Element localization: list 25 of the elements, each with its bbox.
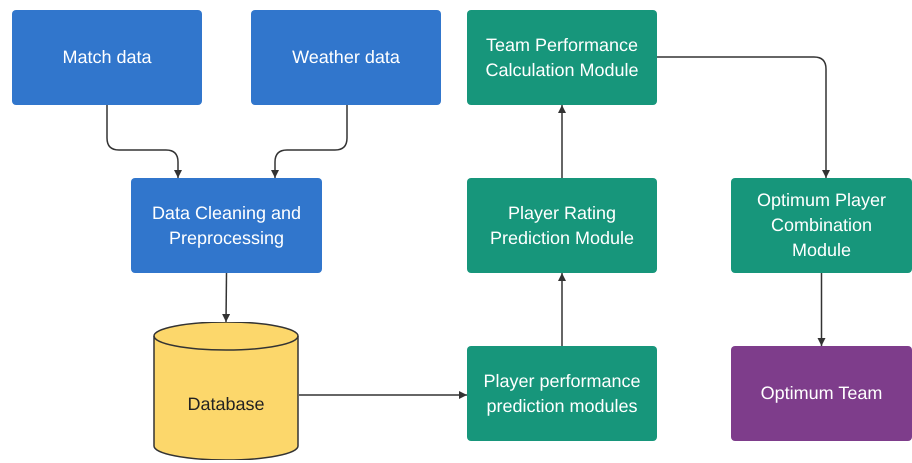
arrow	[558, 105, 566, 178]
process-box	[131, 178, 322, 273]
node-label: Optimum Team	[760, 382, 882, 405]
arrow	[222, 273, 230, 322]
node-label: Data Cleaning and Preprocessing	[150, 202, 302, 250]
node-label: Match data	[62, 46, 152, 69]
module-box	[467, 178, 657, 273]
module-box	[467, 10, 657, 105]
arrow	[271, 105, 348, 178]
arrow	[106, 105, 182, 178]
node-label: Player performance prediction modules	[482, 370, 642, 418]
module-box	[731, 178, 912, 273]
node-label: Database	[187, 392, 265, 416]
module-box	[467, 346, 657, 441]
process-box	[12, 10, 202, 105]
node-label: Player Rating Prediction Module	[488, 202, 636, 250]
arrow	[818, 273, 826, 346]
node-label: Weather data	[292, 46, 400, 69]
node-label: Team Performance Calculation Module	[484, 34, 640, 82]
arrow	[558, 273, 566, 346]
arrow	[657, 56, 830, 178]
process-box	[251, 10, 441, 105]
result-box	[731, 346, 912, 441]
arrow	[299, 391, 467, 399]
node-label: Optimum Player Combination Module	[756, 189, 888, 262]
